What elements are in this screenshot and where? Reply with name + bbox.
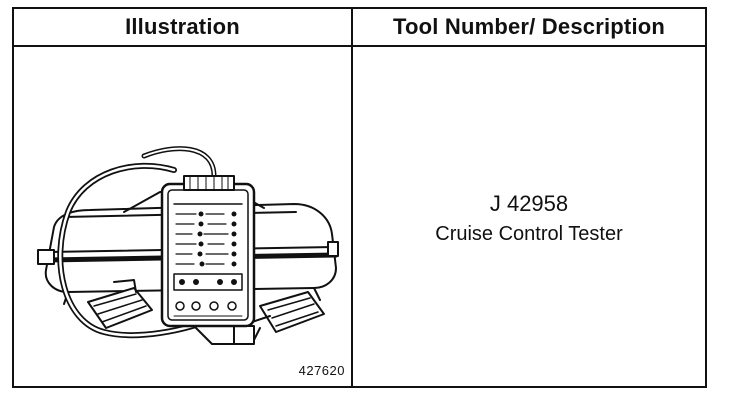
header-illustration: Illustration	[14, 9, 353, 47]
tool-number: J 42958	[489, 190, 569, 216]
figure-number: 427620	[298, 363, 345, 378]
cruise-control-tester-illustration	[37, 146, 339, 345]
tool-description-cell: J 42958 Cruise Control Tester	[353, 47, 705, 386]
header-tool-description: Tool Number/ Description	[353, 9, 705, 47]
tool-table: Illustration Tool Number/ Description	[12, 7, 707, 388]
illustration-cell: 427620	[14, 47, 353, 386]
tool-description: Cruise Control Tester	[435, 222, 623, 245]
